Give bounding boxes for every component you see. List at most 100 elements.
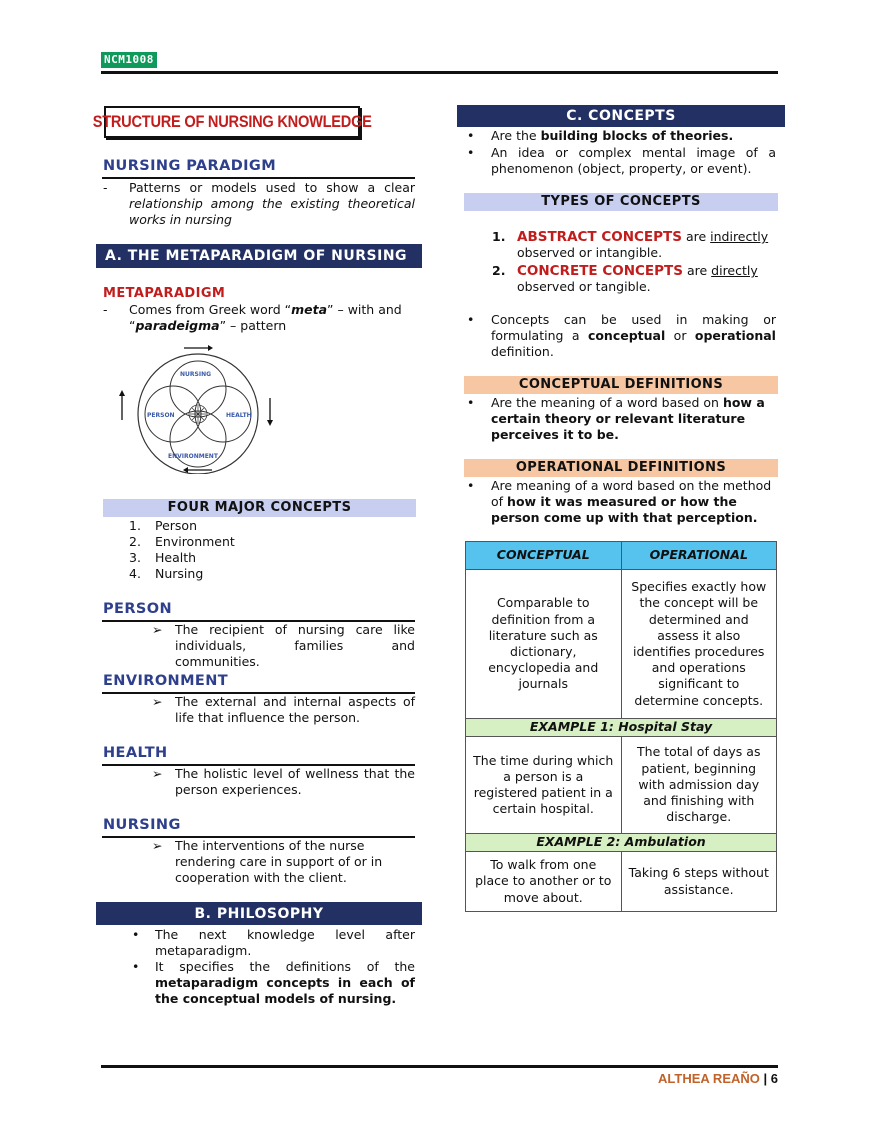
table-row: Comparable to definition from a literatu… [465,569,777,719]
section-b-title: B. PHILOSOPHY [194,905,324,922]
bullet-dot-icon: • [467,128,475,143]
list-number: 3. [129,550,141,565]
type-are: are [682,263,712,278]
diagram-label-environment: ENVIRONMENT [168,453,219,460]
nursing-heading: NURSING [103,817,181,833]
philosophy-b2-plain: It specifies the definitions of the [155,959,415,974]
bullet-dot-icon: • [467,312,475,327]
philosophy-bullet-2: It specifies the definitions of the meta… [155,959,415,1007]
meta-text-b: ” – with and [327,302,402,317]
example-2-label: EXAMPLE 2: Ambulation [465,833,777,852]
table-header-row: CONCEPTUAL OPERATIONAL [465,541,777,570]
nursing-text: The interventions of the nurse rendering… [175,838,383,885]
operational-def-plain: Are meaning of a word based on the metho… [491,478,772,509]
four-major-list: 1. Person 2. Environment 3. Health 4.Nursin… [129,518,235,582]
four-major-heading: FOUR MAJOR CONCEPTS [167,500,352,515]
table-cell: To walk from one place to another or to … [465,851,622,912]
list-text: Nursing [155,566,204,581]
list-item: 3. Health [129,550,235,566]
list-number: 2. [129,534,141,549]
person-heading: PERSON [103,601,173,617]
course-code-badge: NCM1008 [101,52,157,68]
health-heading: HEALTH [103,745,168,761]
diagram-label-health: HEALTH [226,412,252,419]
page-number: 6 [770,1071,778,1086]
list-text: Person [155,518,198,533]
operational-def-band: OPERATIONAL DEFINITIONS [464,459,778,477]
author-name: ALTHEA REAÑO [658,1071,760,1086]
list-item: 4.Nursing [129,566,235,582]
type-number: 2. [492,263,506,278]
center-circle [188,404,208,424]
conceptual-def-plain: Are the meaning of a word based on [491,395,719,410]
heading-rule [102,620,415,622]
paradigm-text-plain: Patterns or models used to show a clear [129,180,415,195]
arrow-bottom-head [183,467,188,473]
section-b-band: B. PHILOSOPHY [96,902,422,925]
para-text-a: “ [129,318,136,333]
philosophy-b2-bold: metaparadigm concepts in each of the con… [155,975,415,1006]
table-cell: The total of days as patient, beginning … [620,736,777,834]
page-footer: ALTHEA REAÑO | 6 [658,1071,778,1087]
bullet-dot-icon: • [467,478,475,493]
nursing-paradigm-text: Patterns or models used to show a clear … [103,180,415,228]
usage-conceptual: conceptual [587,328,666,343]
arrow-bullet-icon: ➢ [152,622,163,637]
metaparadigm-text: Comes from Greek word “meta” – with and … [103,302,415,334]
arrow-bullet-icon: ➢ [152,694,163,709]
environment-text: The external and internal aspects of lif… [175,694,415,725]
arrow-top-head [208,345,213,351]
conceptual-def-band: CONCEPTUAL DEFINITIONS [464,376,778,394]
meta-text-a: Comes from Greek word “ [129,302,292,317]
health-text: The holistic level of wellness that the … [175,766,415,797]
environment-heading: ENVIRONMENT [103,673,229,689]
list-text: Environment [155,534,235,549]
section-a-title: A. THE METAPARADIGM OF NURSING [105,248,408,264]
bullet-dot-icon: • [467,395,475,410]
center-star [190,406,206,422]
heading-rule [102,764,415,766]
conceptual-def-heading: CONCEPTUAL DEFINITIONS [518,377,724,392]
metaparadigm-diagram: NURSING PERSON HEALTH ENVIRONMENT [119,345,273,474]
diagram-label-person: PERSON [147,412,175,419]
usage-or: or [665,328,695,343]
usage-e: definition. [491,344,554,359]
para-text-b: ” – pattern [219,318,287,333]
header-rule [101,71,778,74]
table-cell: Taking 6 steps without assistance. [620,851,777,912]
concepts-b1-bold: building blocks of theories. [540,128,734,143]
person-text: The recipient of nursing care like indiv… [175,622,415,669]
list-item: 2. Environment [129,534,235,550]
bullet-dot-icon: • [132,927,140,942]
type-concrete-name: CONCRETE CONCEPTS [517,263,683,279]
section-c-band: C. CONCEPTS [457,105,785,127]
usage-a: Concepts can be used in making or formul… [491,312,776,343]
diagram-label-nursing: NURSING [180,371,211,378]
definitions-table: CONCEPTUAL OPERATIONAL Comparable to def… [465,541,777,912]
four-major-band: FOUR MAJOR CONCEPTS [103,499,416,517]
type-are: are [681,229,711,244]
page-title: STRUCTURE OF NURSING KNOWLEDGE [92,112,372,131]
heading-rule [102,692,415,694]
operational-def-heading: OPERATIONAL DEFINITIONS [515,460,727,475]
arrow-bullet-icon: ➢ [152,838,163,853]
metaparadigm-heading: METAPARADIGM [103,286,226,301]
types-heading: TYPES OF CONCEPTS [541,194,701,209]
meta-word: meta [291,302,328,317]
heading-rule [102,177,415,179]
list-item: 1. Person [129,518,235,534]
philosophy-bullet-1: The next knowledge level after metaparad… [155,927,415,958]
section-a-band: A. THE METAPARADIGM OF NURSING [96,244,422,268]
table-header-conceptual: CONCEPTUAL [465,541,622,570]
list-number: 1. [129,518,141,533]
bullet-dot-icon: • [467,145,475,160]
concepts-bullet-2: An idea or complex mental image of a phe… [491,145,776,176]
table-example-row: EXAMPLE 2: Ambulation [465,833,777,852]
arrow-left-head [119,390,125,396]
operational-def-bold: how it was measured or how the person co… [491,494,758,525]
table-row: To walk from one place to another or to … [465,851,777,912]
list-text: Health [155,550,197,565]
page-title-box: STRUCTURE OF NURSING KNOWLEDGE [93,106,372,138]
